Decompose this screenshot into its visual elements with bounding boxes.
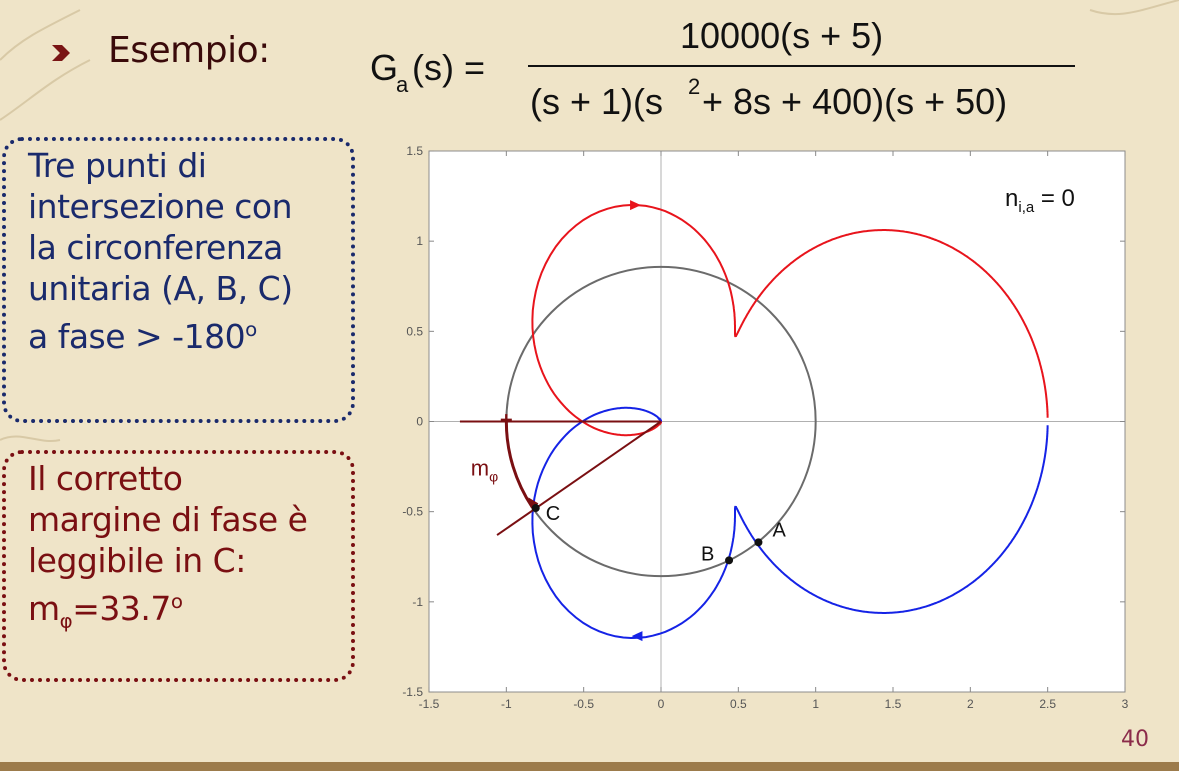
y-tick-label: -1 [412, 595, 423, 609]
phase-margin-arrowhead [528, 497, 539, 512]
y-tick-label: -0.5 [402, 505, 423, 519]
formula-denominator-exp: 2 [688, 74, 700, 99]
x-tick-label: -0.5 [573, 697, 594, 711]
nyquist-plot: -1.5 -1 -0.5 0 0.5 1 1.5 2 2.5 3 1.5 1 0.5 0 -0.5 -1 -1.… [402, 144, 1128, 711]
formula-lhs-arg: (s) = [412, 47, 485, 88]
x-tick-label: 2 [967, 697, 974, 711]
x-tick-label: -1.5 [419, 697, 440, 711]
x-tick-label: 0 [658, 697, 665, 711]
phase-margin-arc [504, 421, 534, 509]
box-red-line3: leggibile in C: [28, 541, 246, 580]
x-tick-label: 0.5 [730, 697, 747, 711]
red-direction-arrow [630, 200, 641, 211]
transfer-function-formula: G a (s) = 10000(s + 5) (s + 1)(s 2 + 8s … [370, 15, 1075, 122]
formula-lhs-subscript: a [396, 72, 409, 97]
box-blue-line5-sup: o [245, 318, 257, 341]
encirclement-count-label: ni,a = 0 [1005, 185, 1075, 216]
intersection-point-a [754, 538, 763, 547]
x-tick-label: 1.5 [885, 697, 902, 711]
box-red-line1: Il corretto [28, 459, 183, 498]
formula-numerator: 10000(s + 5) [680, 15, 883, 56]
phase-margin-note-box: Il corretto margine di fase è leggibile … [2, 450, 355, 682]
intersection-point-c [531, 504, 540, 513]
slide-heading: Esempio: [108, 30, 270, 71]
annotation-layer: +mφA B C [459, 408, 786, 565]
y-tick-label: 0 [416, 415, 423, 429]
axes-layer: -1.5 -1 -0.5 0 0.5 1 1.5 2 2.5 3 1.5 1 0.5 0 -0.5 -1 -1.… [402, 144, 1128, 711]
bullet-arrow-icon [52, 45, 70, 61]
point-label-b: B [701, 543, 714, 565]
box-blue-line4: unitaria (A, B, C) [28, 269, 293, 308]
box-red-line4-sub: φ [59, 609, 73, 633]
nyquist-branch-negative-omega [531, 203, 1049, 437]
box-red-line4-value: =33.7 [72, 589, 171, 628]
box-red-line2: margine di fase è [28, 500, 308, 539]
box-blue-line2: intersezione con [28, 187, 293, 226]
blue-direction-arrow [631, 631, 643, 642]
box-red-line4-m: m [28, 589, 60, 628]
box-blue-line5-prefix: a fase > -180 [28, 317, 246, 356]
x-tick-label: -1 [501, 697, 512, 711]
intersection-point-b [725, 556, 734, 565]
box-red-line4: mφ=33.7o [28, 581, 341, 642]
y-tick-label: 1 [416, 234, 423, 248]
formula-lhs: G [370, 47, 398, 88]
y-tick-label: 1.5 [406, 144, 423, 158]
y-tick-label: -1.5 [402, 685, 423, 699]
y-tick-label: 0.5 [406, 324, 423, 338]
intersection-note-box: Tre punti di intersezione con la circonf… [2, 137, 355, 423]
formula-denominator-part2: + 8s + 400)(s + 50) [702, 81, 1007, 122]
page-number: 40 [1121, 727, 1149, 752]
nyquist-branch-positive-omega [531, 406, 1049, 640]
point-label-a: A [772, 519, 786, 541]
point-label-c: C [546, 503, 560, 525]
x-tick-label: 1 [812, 697, 819, 711]
box-blue-line1: Tre punti di [28, 146, 207, 185]
box-red-line4-sup: o [170, 590, 183, 613]
formula-denominator-part1: (s + 1)(s [530, 81, 663, 122]
x-tick-label: 2.5 [1039, 697, 1056, 711]
critical-point-marker: + [500, 408, 513, 433]
bottom-rule [0, 762, 1179, 771]
phase-margin-symbol: mφ [471, 456, 498, 485]
x-tick-label: 3 [1122, 697, 1129, 711]
box-blue-line5: a fase > -180o [28, 309, 341, 357]
box-blue-line3: la circonferenza [28, 228, 283, 267]
phase-radius-line [496, 420, 662, 536]
